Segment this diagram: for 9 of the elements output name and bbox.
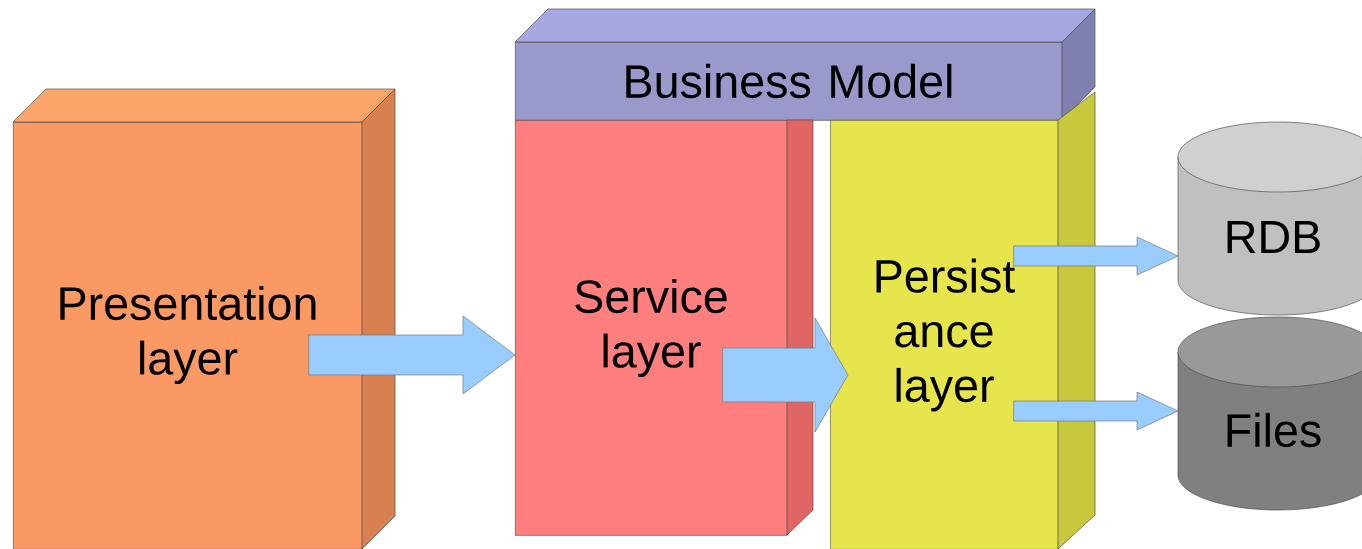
layer-box: Service layer: [515, 119, 814, 536]
block-arrow: [722, 317, 849, 433]
layer-box: Presentation layer: [12, 88, 396, 549]
storage-cylinder: Files: [1177, 316, 1362, 511]
block-arrow: [1013, 236, 1179, 276]
block-arrow: [308, 315, 516, 395]
block-arrow: [1013, 391, 1179, 431]
storage-cylinder: RDB: [1177, 121, 1362, 316]
model-band: Business Model: [514, 8, 1096, 121]
